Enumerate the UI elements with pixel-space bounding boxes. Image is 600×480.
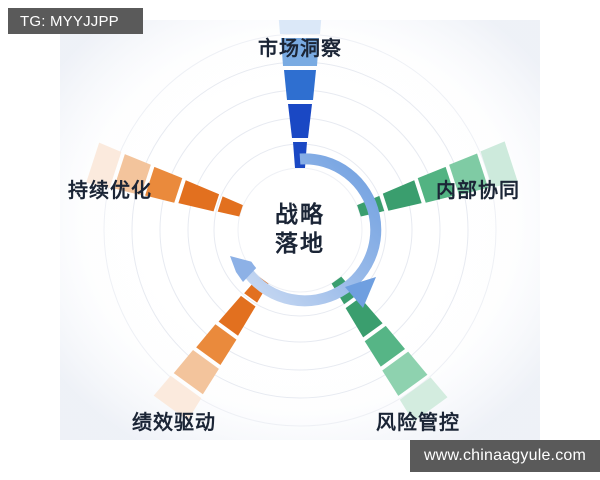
spoke-continuous-optimization[interactable]	[86, 142, 247, 231]
spoke-label-risk-control: 风险管控	[376, 410, 460, 434]
diagram-svg	[60, 20, 540, 440]
watermark-telegram: TG: MYYJJPP	[8, 8, 143, 34]
spoke-performance-driven[interactable]	[153, 268, 281, 421]
strategy-wheel-diagram: 战略 落地 市场洞察 内部协同 风险管控 绩效驱动 持续优化	[60, 20, 540, 440]
spoke-internal-collaboration[interactable]	[352, 141, 518, 230]
spoke-label-continuous-optimization: 持续优化	[68, 178, 152, 202]
spoke-label-market-insight: 市场洞察	[258, 36, 342, 60]
spoke-label-internal-collaboration: 内部协同	[436, 178, 520, 202]
watermark-website: www.chinaagyule.com	[410, 440, 600, 472]
spoke-label-performance-driven: 绩效驱动	[132, 410, 216, 434]
center-circle	[242, 172, 358, 288]
